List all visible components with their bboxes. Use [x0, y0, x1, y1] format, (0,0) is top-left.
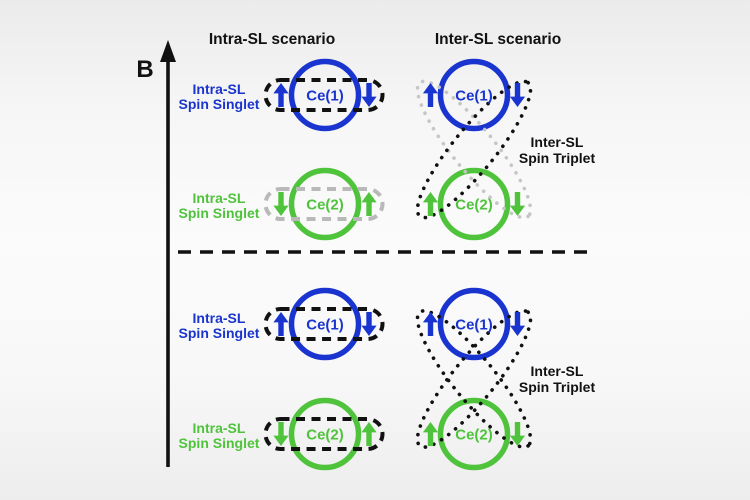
inter-triplet-label-line1: Inter-SL: [530, 363, 584, 379]
ion-label: Ce(2): [306, 427, 344, 444]
intra-ion-circle: [288, 287, 362, 361]
inter-triplet-outline-black: [415, 309, 533, 449]
intra-spin-down-arrow: [273, 422, 289, 446]
inter-spin-up-arrow: [422, 422, 439, 446]
intra-singlet-label-line1: Intra-SL: [192, 310, 246, 326]
inter-spin-down-arrow: [509, 422, 526, 446]
ion-label: Ce(1): [455, 317, 493, 334]
intra-singlet-label-line1: Intra-SL: [192, 190, 246, 206]
intra-singlet-outline-gray: [263, 187, 385, 221]
intra-singlet-label-line2: Spin Singlet: [178, 96, 260, 112]
inter-spin-down-arrow: [509, 312, 526, 336]
intra-spin-down-arrow: [273, 192, 289, 216]
ion-label: Ce(2): [306, 197, 344, 214]
inter-triplet-label-line2: Spin Triplet: [518, 149, 596, 166]
intra-singlet-label: Intra-SL Spin Singlet: [144, 191, 294, 221]
field-axis-title: B: [136, 56, 154, 83]
intra-singlet-label-line1: Intra-SL: [192, 81, 246, 97]
intra-ion-circle: [288, 397, 362, 471]
inter-spin-up-arrow: [422, 312, 439, 336]
intra-singlet-outline-black: [263, 417, 385, 451]
inter-ion-circle: [437, 167, 511, 241]
inter-spin-down-arrow: [509, 192, 526, 216]
intra-spin-up-arrow: [273, 312, 289, 336]
ion-label: Ce(2): [455, 427, 493, 444]
intra-singlet-label-line2: Spin Singlet: [178, 325, 260, 341]
intra-spin-up-arrow: [273, 83, 289, 107]
field-axis-arrowhead: [160, 40, 176, 62]
inter-spin-up-arrow: [422, 192, 439, 216]
intra-scenario-header: Intra-SL scenario: [208, 31, 336, 48]
intra-singlet-label-line1: Intra-SL: [192, 420, 246, 436]
inter-triplet-label-line1: Inter-SL: [530, 134, 584, 150]
inter-ion-circle: [437, 58, 511, 132]
inter-spin-up-arrow: [422, 83, 439, 107]
inter-triplet-label: Inter-SL Spin Triplet: [477, 363, 637, 395]
inter-triplet-outline-black: [415, 309, 533, 449]
inter-ion-circle: [437, 287, 511, 361]
intra-singlet-label: Intra-SL Spin Singlet: [144, 82, 294, 112]
inter-triplet-label: Inter-SL Spin Triplet: [477, 134, 637, 166]
inter-ion-circle: [437, 397, 511, 471]
intra-singlet-label-line2: Spin Singlet: [178, 205, 260, 221]
intra-singlet-label: Intra-SL Spin Singlet: [144, 421, 294, 451]
intra-spin-down-arrow: [361, 312, 377, 336]
ion-label: Ce(1): [306, 317, 344, 334]
intra-singlet-outline-black: [263, 307, 385, 341]
intra-singlet-outline-black: [263, 78, 385, 112]
intra-spin-down-arrow: [361, 83, 377, 107]
ion-label: Ce(1): [306, 88, 344, 105]
ion-label: Ce(2): [455, 197, 493, 214]
intra-ion-circle: [288, 167, 362, 241]
ion-label: Ce(1): [455, 88, 493, 105]
inter-scenario-header: Inter-SL scenario: [434, 31, 562, 48]
inter-triplet-outline-gray: [415, 79, 533, 220]
intra-singlet-label: Intra-SL Spin Singlet: [144, 311, 294, 341]
inter-spin-down-arrow: [509, 83, 526, 107]
intra-spin-up-arrow: [361, 192, 377, 216]
intra-ion-circle: [288, 58, 362, 132]
intra-singlet-label-line2: Spin Singlet: [178, 435, 260, 451]
inter-triplet-label-line2: Spin Triplet: [518, 378, 596, 395]
intra-spin-up-arrow: [361, 422, 377, 446]
inter-triplet-outline-black: [415, 79, 533, 220]
